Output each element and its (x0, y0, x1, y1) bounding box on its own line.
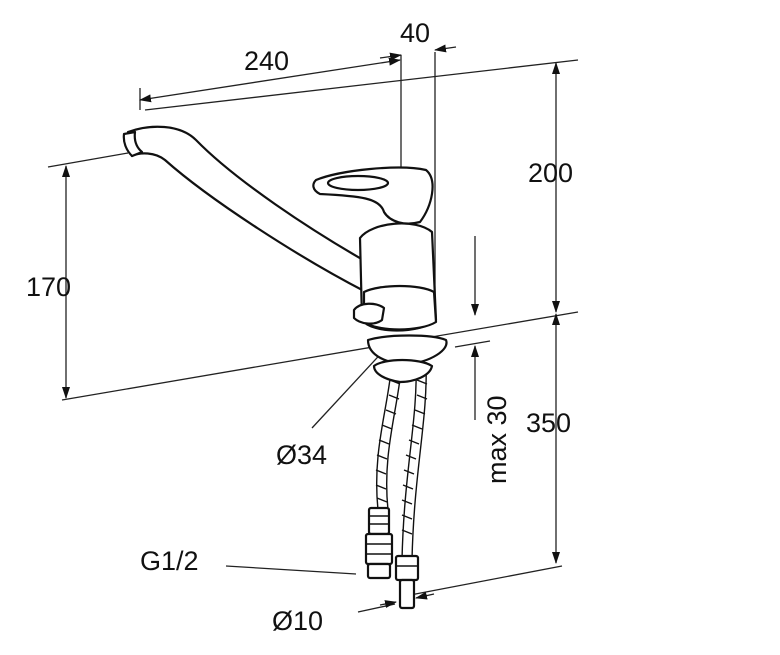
dimension-350-label: 350 (526, 408, 571, 438)
faucet (122, 125, 448, 384)
hose-fitting-left (364, 506, 394, 580)
mounting-plate (366, 334, 448, 366)
dimension-40-label: 40 (400, 18, 430, 48)
dimension-diameter-34: Ø34 (276, 345, 389, 470)
spout (126, 125, 374, 294)
dimension-240: 240 (139, 46, 401, 110)
dimension-diameter-10-label: Ø10 (272, 606, 323, 636)
hose-braid-texture (375, 379, 428, 535)
callout-g12-label: G1/2 (140, 546, 199, 576)
dimension-200: 200 (144, 59, 579, 313)
dimension-max30-label: max 30 (482, 395, 512, 484)
dimension-max30: max 30 (454, 236, 512, 484)
dimension-350: 350 (404, 313, 571, 597)
dimension-240-label: 240 (244, 46, 289, 76)
dimension-diameter-10: Ø10 (272, 591, 435, 636)
mounting-nut (372, 358, 434, 384)
dimension-170-label: 170 (26, 272, 71, 302)
dimension-40: 40 (379, 18, 457, 298)
locking-knob (352, 302, 386, 325)
spout-outlet (122, 130, 144, 158)
dimension-170: 170 (26, 152, 129, 399)
dimension-diameter-34-label: Ø34 (276, 440, 327, 470)
deck-line (61, 311, 579, 401)
dimension-200-label: 200 (528, 158, 573, 188)
hose-fitting-right (394, 554, 420, 610)
callout-g12: G1/2 (140, 546, 357, 576)
flexible-hoses (364, 361, 428, 610)
handle-grip (326, 174, 390, 192)
